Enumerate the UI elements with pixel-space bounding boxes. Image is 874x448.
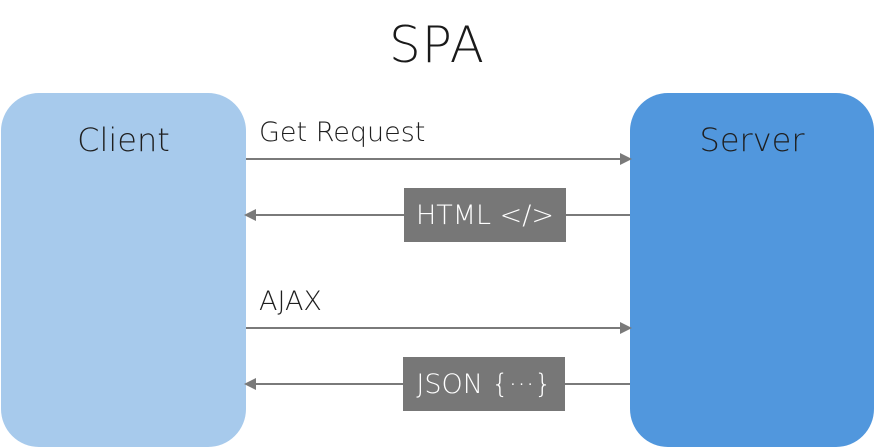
arrow-head-left-icon: [244, 378, 256, 390]
server-label: Server: [699, 121, 805, 159]
get-request-label: Get Request: [259, 117, 426, 148]
html-response-box: HTML </>: [404, 188, 566, 242]
arrow-head-left-icon: [244, 209, 256, 221]
ajax-arrow: [246, 322, 632, 334]
ajax-label: AJAX: [259, 286, 322, 317]
diagram-title: SPA: [389, 16, 485, 74]
get-request-arrow: [246, 153, 632, 165]
arrow-head-right-icon: [620, 322, 632, 334]
json-response-box: JSON {···}: [403, 357, 565, 411]
arrow-head-right-icon: [620, 153, 632, 165]
client-label: Client: [77, 121, 170, 159]
server-node: Server: [630, 93, 874, 447]
client-node: Client: [1, 93, 246, 447]
